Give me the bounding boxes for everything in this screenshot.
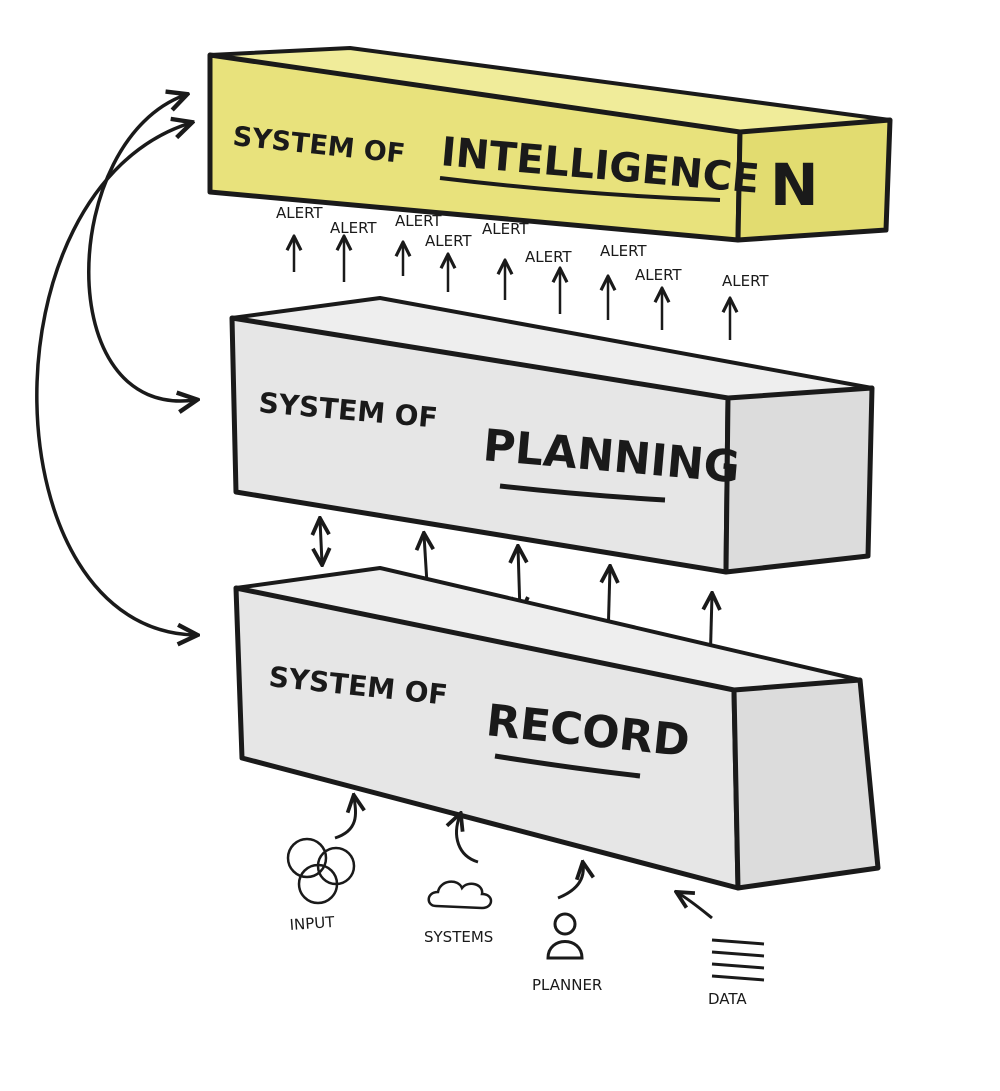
intelligence-logo: N	[770, 151, 819, 219]
alert-label: ALERT	[395, 212, 442, 230]
alert-label: ALERT	[722, 272, 769, 290]
alert-label: ALERT	[425, 232, 472, 250]
intelligence-layer: SYSTEM OF INTELLIGENCE N	[207, 46, 893, 243]
planner-label: PLANNER	[532, 976, 602, 994]
input-label: INPUT	[289, 913, 336, 934]
data-lines-icon	[711, 938, 765, 982]
alert-label: ALERT	[276, 204, 323, 222]
data-label: DATA	[708, 990, 747, 1008]
record-underline	[494, 753, 641, 779]
alert-label: ALERT	[635, 266, 682, 284]
alert-label: ALERT	[482, 220, 529, 238]
systems-label: SYSTEMS	[424, 928, 493, 946]
alert-label: ALERT	[330, 219, 377, 237]
planning-layer: SYSTEM OF PLANNING	[229, 296, 875, 575]
cloud-icon	[427, 880, 493, 910]
input-sources: INPUT SYSTEMS PLANNER DATA	[286, 797, 765, 1008]
venn-circles-icon	[286, 837, 356, 905]
record-layer: SYSTEM OF RECORD	[233, 566, 881, 891]
intelligence-underline	[439, 176, 721, 202]
alert-group: ALERT ALERT ALERT ALERT ALERT ALERT ALER…	[276, 204, 769, 340]
alert-label: ALERT	[525, 248, 572, 266]
left-curve-arrows	[35, 95, 195, 635]
alert-label: ALERT	[600, 242, 647, 260]
planning-underline	[499, 483, 666, 503]
person-icon	[546, 912, 584, 960]
